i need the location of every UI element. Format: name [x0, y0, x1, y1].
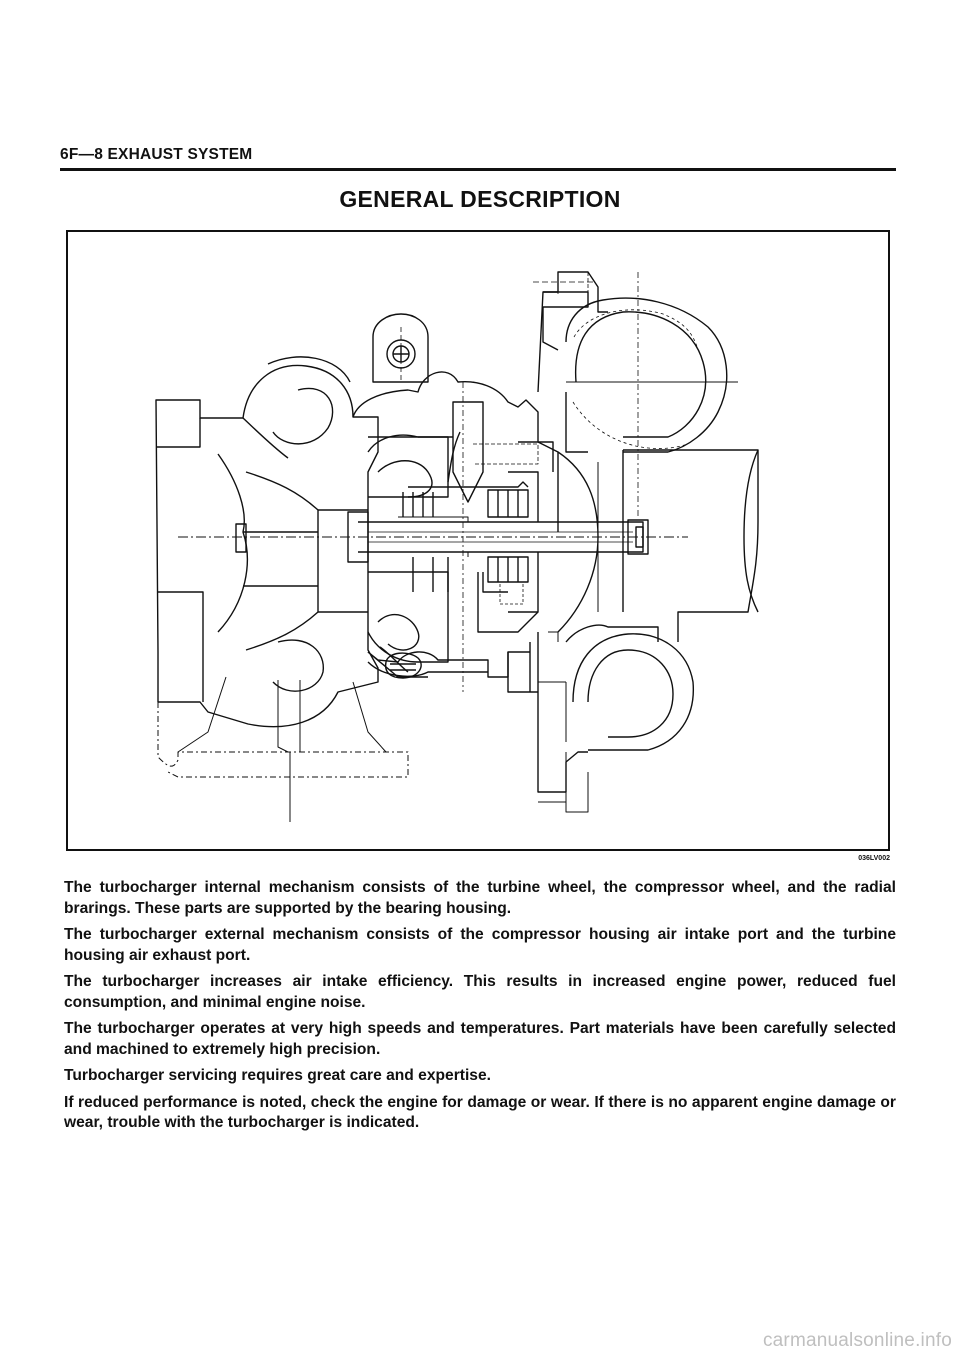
turbocharger-cross-section: [155, 271, 759, 822]
figure-code: 036LV002: [858, 855, 890, 862]
header-rule: [60, 168, 896, 171]
paragraph: The turbocharger increases air intake ef…: [64, 973, 896, 1011]
paragraph: Turbocharger servicing requires great ca…: [64, 1067, 491, 1084]
paragraph: The turbocharger operates at very high s…: [64, 1020, 896, 1058]
page-header: 6F—8 EXHAUST SYSTEM: [60, 146, 253, 163]
footer-watermark: carmanualsonline.info: [762, 1330, 952, 1351]
turbocharger-diagram: [66, 230, 890, 851]
paragraph: The turbocharger internal mechanism cons…: [64, 879, 896, 917]
paragraph: The turbocharger external mechanism cons…: [64, 926, 896, 964]
section-title: GENERAL DESCRIPTION: [339, 186, 621, 212]
body-text: The turbocharger internal mechanism cons…: [64, 878, 896, 1140]
paragraph: If reduced performance is noted, check t…: [64, 1093, 896, 1132]
